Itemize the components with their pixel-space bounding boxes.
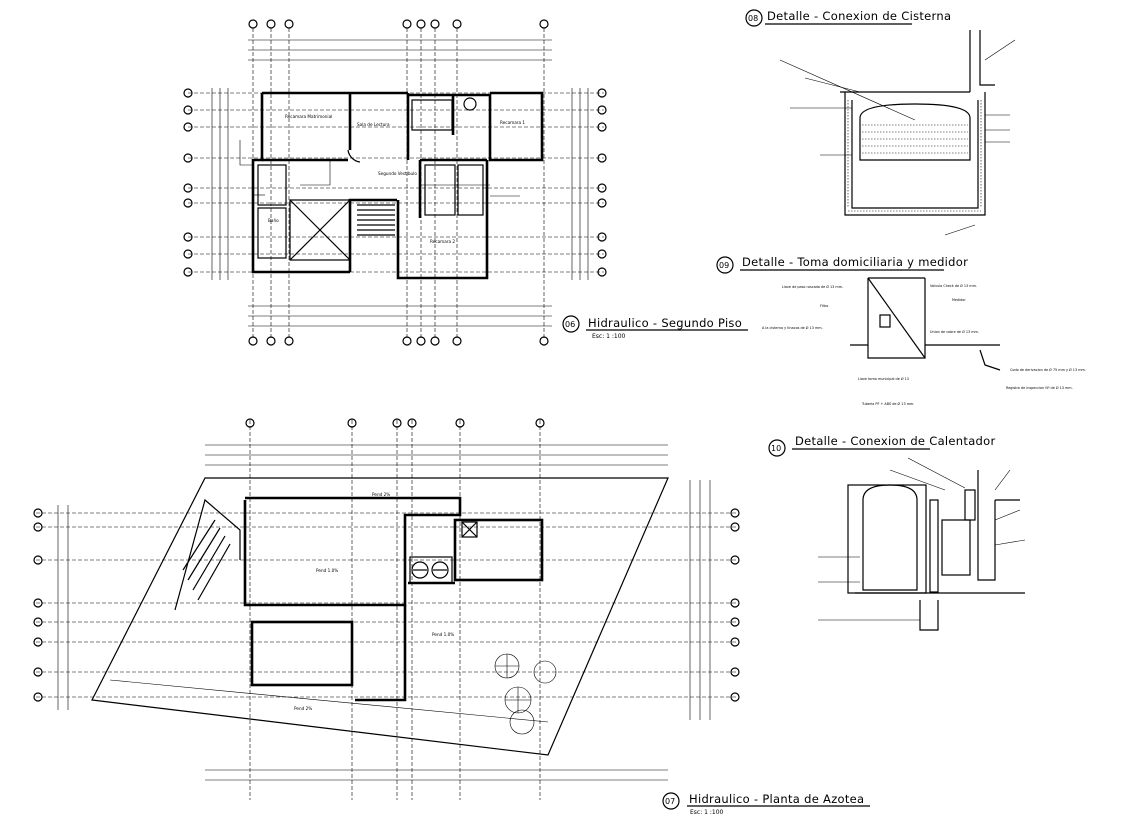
trees bbox=[494, 653, 557, 735]
pipe-runs bbox=[239, 140, 520, 197]
axis-grid-azotea bbox=[36, 420, 737, 800]
plan-06-number: 06 bbox=[565, 320, 575, 329]
room-recamara-2: Recamara 2 bbox=[430, 239, 455, 244]
note-codo: Codo de derivacion de Ø 75 mm y Ø 13 mm. bbox=[1010, 367, 1086, 372]
lot-outline bbox=[91, 477, 669, 756]
plan-06-title: Hidraulico - Segundo Piso bbox=[588, 316, 742, 330]
cistern-leaders bbox=[779, 39, 1016, 236]
plan-segundo-piso: Recamara Matrimonial Sala de Lectura Rec… bbox=[183, 19, 748, 346]
note-registro: Registro de inspeccion Nº de Ø 13 mm. bbox=[1006, 385, 1073, 390]
dimension-lines-azotea bbox=[57, 444, 711, 781]
roof-parapets bbox=[243, 496, 544, 702]
detail-10-title: Detalle - Conexion de Calentador bbox=[795, 434, 996, 448]
walls bbox=[251, 91, 544, 280]
stair-void bbox=[257, 97, 484, 261]
note-union: Union de cobre de Ø 13 mm. bbox=[930, 329, 979, 334]
detail-calentador: 10 Detalle - Conexion de Calentador bbox=[768, 434, 1026, 631]
cistern-body bbox=[840, 30, 995, 216]
plan-azotea: Pend 1.0% Pend 1.0% Pend 2% Pend 2% 07 H… bbox=[33, 418, 870, 816]
plan-07-scale: Esc: 1 :100 bbox=[690, 809, 724, 816]
detail-09-number: 09 bbox=[719, 261, 729, 270]
axis-grid bbox=[188, 28, 604, 338]
room-recamara-matrimonial: Recamara Matrimonial bbox=[285, 114, 332, 119]
axis-bubbles bbox=[183, 19, 607, 346]
plan-07-number: 07 bbox=[665, 797, 675, 806]
cistern-hatch bbox=[847, 100, 982, 212]
room-recamara-1: Recamara 1 bbox=[500, 120, 525, 125]
dimension-lines-top bbox=[211, 39, 589, 327]
detail-08-title: Detalle - Conexion de Cisterna bbox=[767, 9, 951, 23]
note-llave-toma: Llave toma municipal de Ø 13 bbox=[858, 376, 909, 381]
room-bano: Baño bbox=[268, 218, 279, 223]
note-tuberia: Tuberia PF + ABS de Ø 13 mm. bbox=[861, 401, 914, 406]
pend-left: Pend 1.0% bbox=[316, 568, 338, 573]
room-sala-lectura: Sala de Lectura bbox=[357, 122, 390, 127]
detail-08-number: 08 bbox=[748, 14, 758, 23]
heater-leaders bbox=[818, 457, 1026, 621]
plan-07-title-block: 07 Hidraulico - Planta de Azotea Esc: 1 … bbox=[662, 792, 870, 816]
plan-06-scale: Esc: 1 :100 bbox=[592, 333, 626, 340]
pend-bottom: Pend 2% bbox=[294, 706, 312, 711]
note-valvula: Valvula Check de Ø 13 mm. bbox=[930, 283, 977, 288]
heater-assembly bbox=[847, 470, 1025, 631]
note-filtro: Filtro bbox=[820, 304, 828, 308]
detail-09-title: Detalle - Toma domiciliaria y medidor bbox=[742, 255, 968, 269]
toma-notes: Llave de paso roscada de Ø 13 mm. Filtro… bbox=[762, 283, 1086, 406]
roof-details bbox=[174, 498, 478, 611]
note-cisterna: A la cisterna y tinacos de Ø 13 mm. bbox=[762, 325, 823, 330]
plan-06-title-block: 06 Hidraulico - Segundo Piso Esc: 1 :100 bbox=[562, 315, 748, 340]
axis-bubbles-azotea bbox=[33, 418, 740, 702]
plan-07-title: Hidraulico - Planta de Azotea bbox=[689, 792, 864, 806]
note-medidor: Medidor bbox=[952, 298, 966, 302]
room-segundo-vestibulo: Segundo Vestibulo bbox=[378, 171, 417, 176]
pend-right: Pend 1.0% bbox=[432, 632, 454, 637]
pend-top: Pend 2% bbox=[372, 492, 390, 497]
detail-10-number: 10 bbox=[771, 444, 781, 453]
detail-toma: 09 Detalle - Toma domiciliaria y medidor… bbox=[716, 255, 1086, 406]
detail-cisterna: 08 Detalle - Conexion de Cisterna bbox=[745, 9, 1016, 236]
note-llave-paso: Llave de paso roscada de Ø 13 mm. bbox=[782, 284, 843, 289]
toma-box bbox=[850, 277, 1001, 371]
